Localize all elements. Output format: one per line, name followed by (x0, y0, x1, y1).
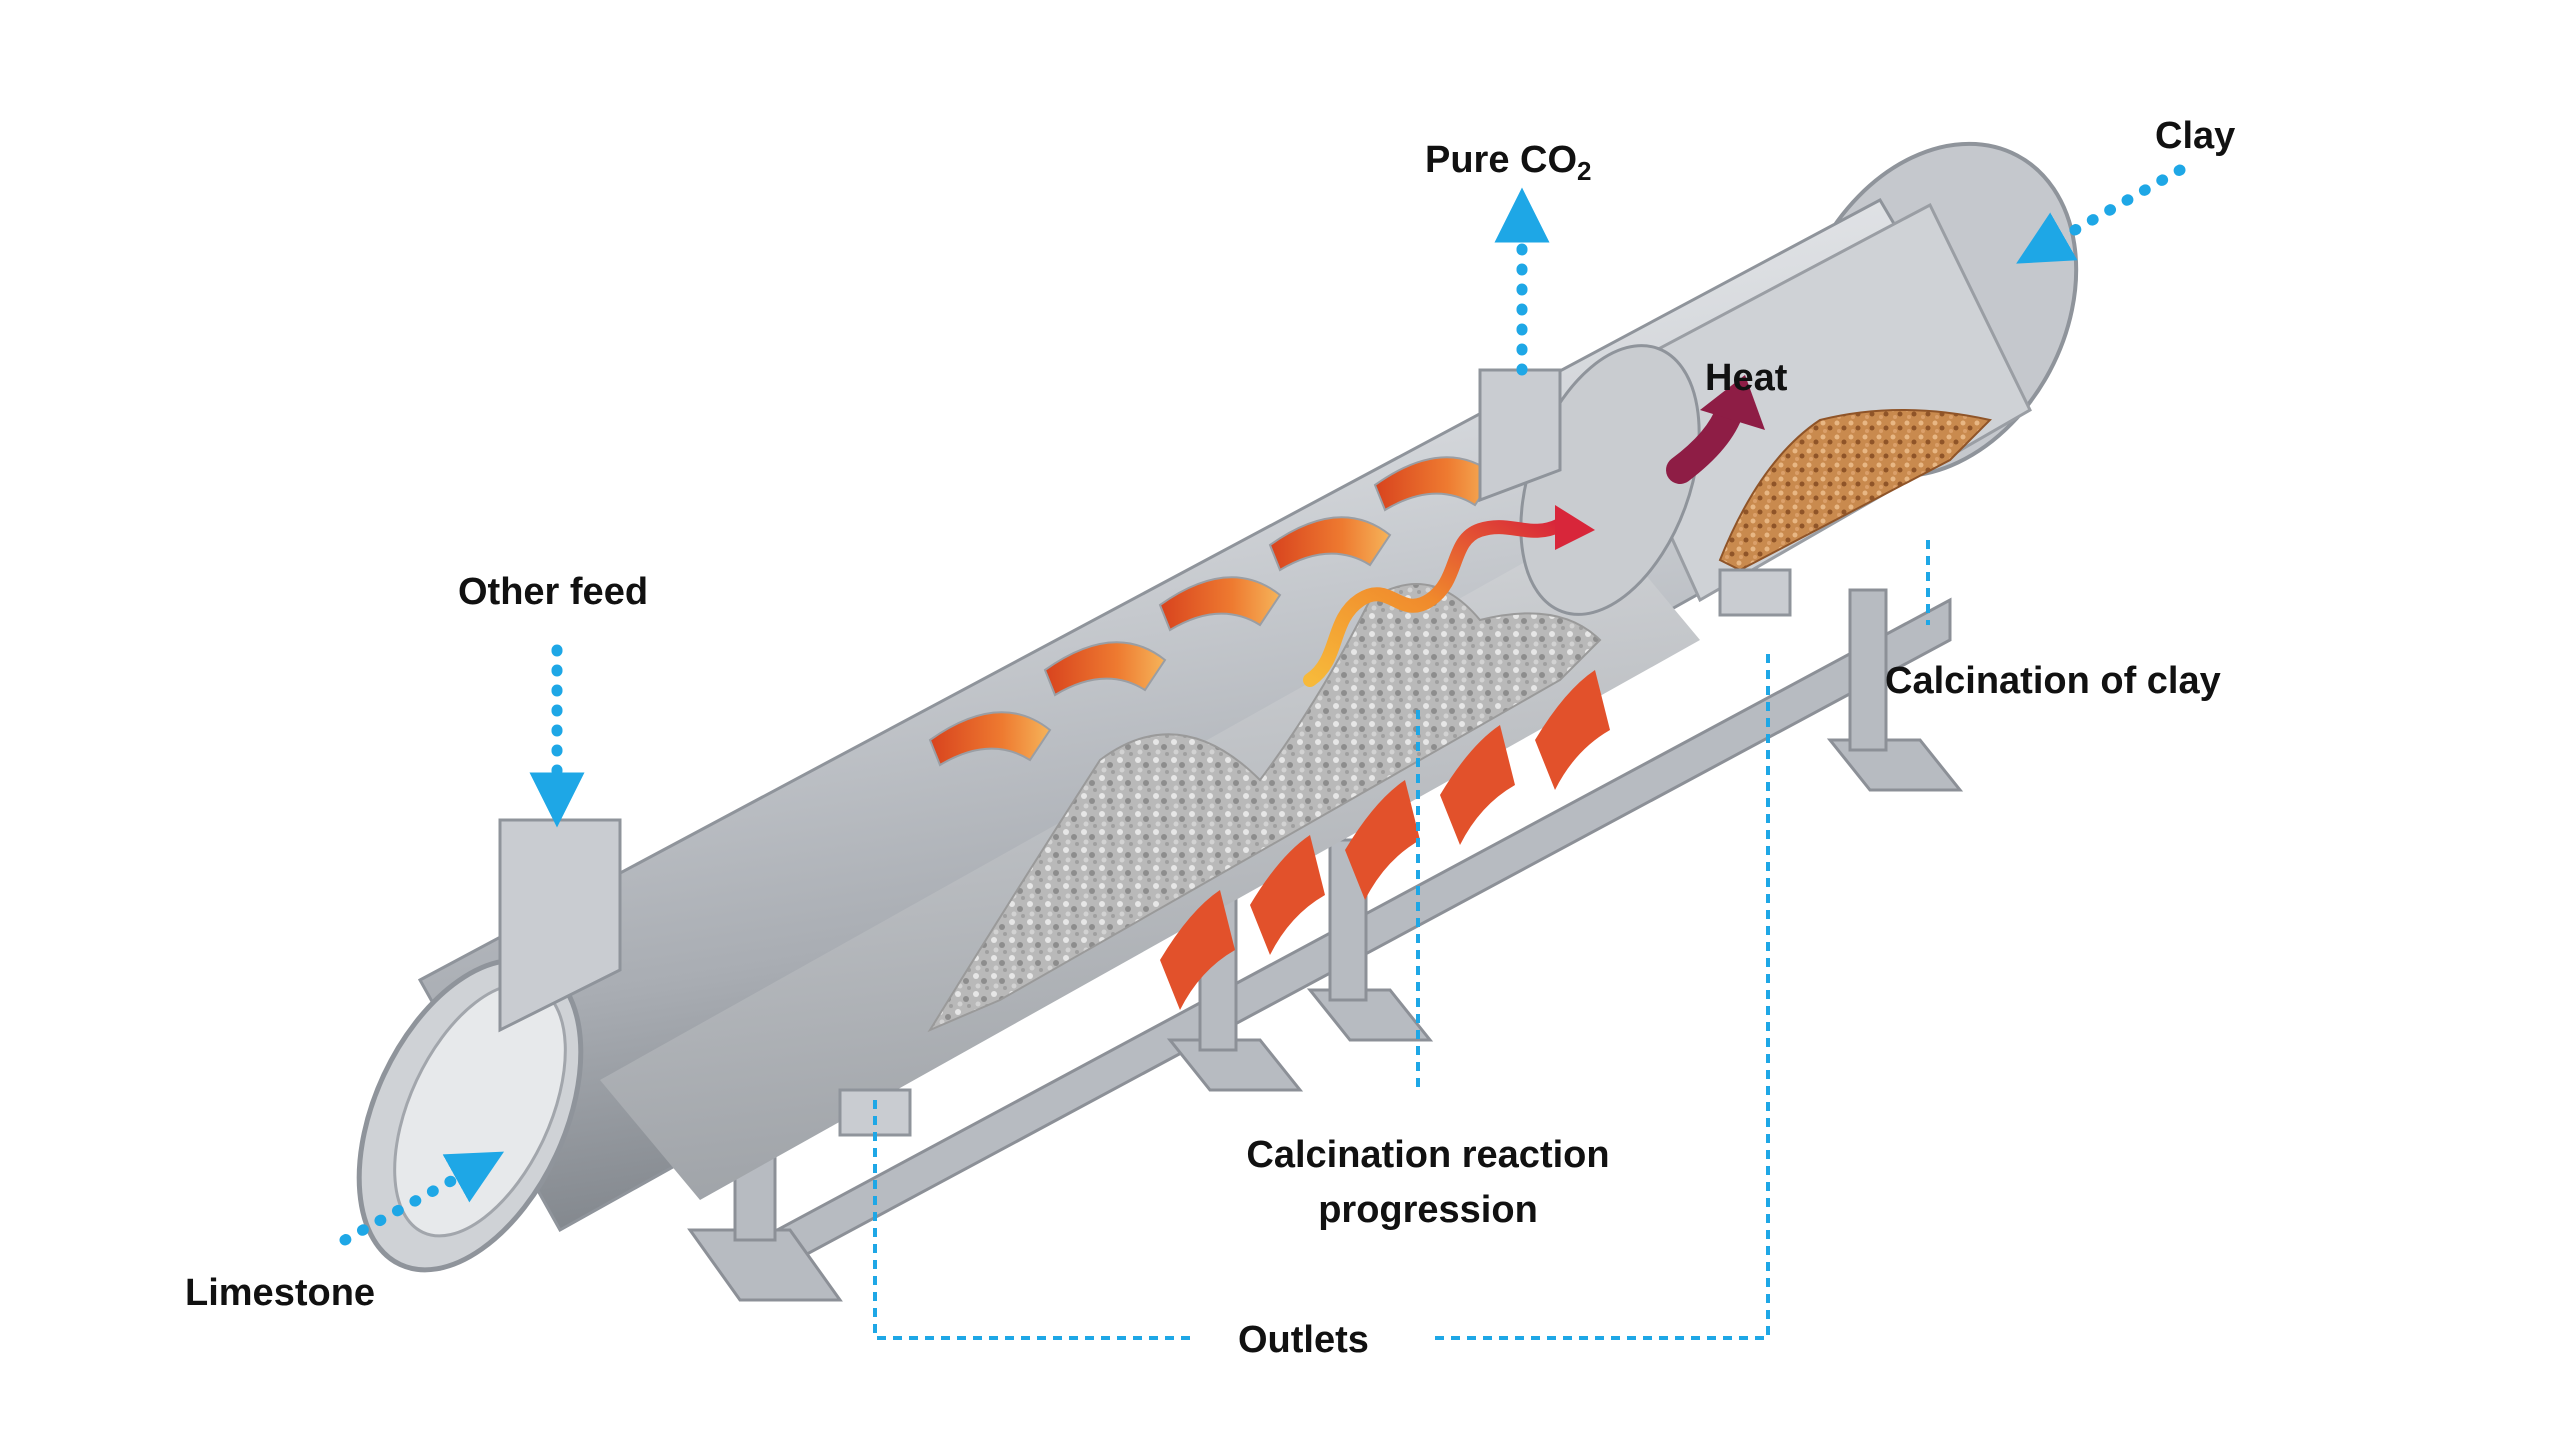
heating-bands (928, 456, 1610, 1010)
limestone-arrow (339, 1151, 505, 1246)
other-feed-label: Other feed (458, 571, 648, 613)
heat-label: Heat (1705, 357, 1788, 399)
nozzles (498, 368, 1792, 1137)
heat-arrow (1666, 375, 1765, 484)
pure-co2-label: Pure CO2 (1425, 139, 1592, 186)
limestone-material (927, 583, 1602, 1033)
limestone-label: Limestone (185, 1272, 375, 1314)
flow-arrows (339, 164, 2186, 1246)
support-frame (687, 588, 1964, 1302)
calcination-reaction-label-line1: Calcination reaction (1246, 1134, 1609, 1176)
heat-wave-arrowhead (1555, 505, 1595, 550)
clay-arrow (2016, 164, 2186, 264)
leader-lines (873, 540, 1930, 1340)
clay-material (1718, 409, 1992, 572)
calcination-of-clay-label: Calcination of clay (1885, 660, 2221, 702)
heat-wave (1303, 518, 1567, 687)
calcination-reaction-label-line2: progression (1318, 1189, 1538, 1231)
clay-label: Clay (2155, 115, 2235, 157)
outlets-label: Outlets (1238, 1319, 1369, 1361)
